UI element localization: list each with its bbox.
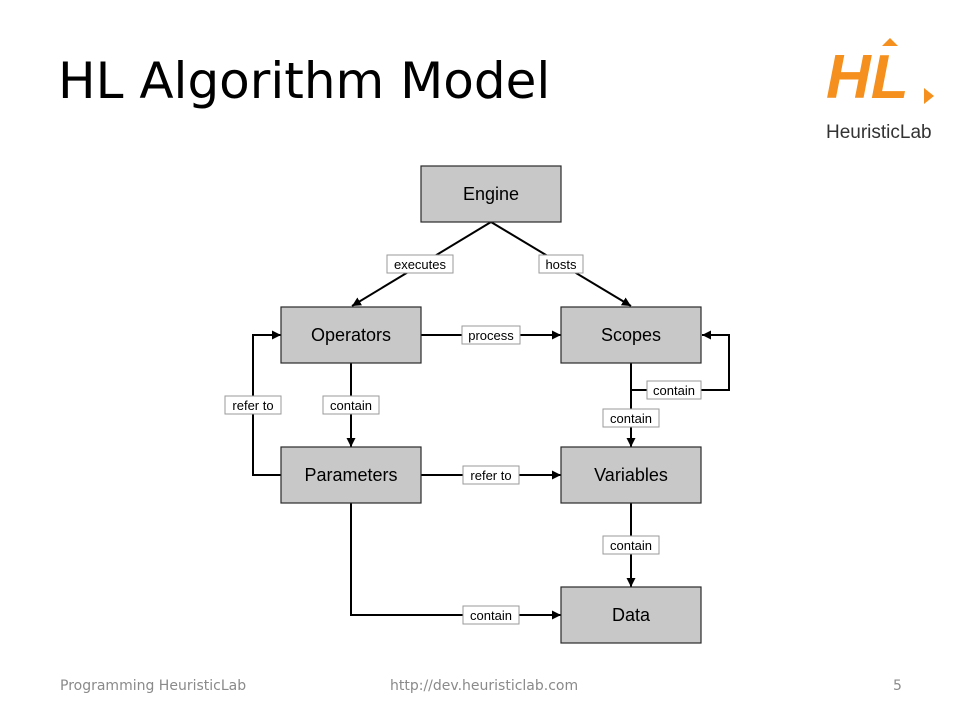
- edge-label-hosts: hosts: [538, 254, 584, 274]
- svg-text:process: process: [468, 328, 514, 343]
- edge-label-contain-scopes-variables: contain: [602, 408, 660, 428]
- node-operators-label: Operators: [311, 325, 391, 345]
- node-variables-label: Variables: [594, 465, 668, 485]
- svg-text:refer to: refer to: [232, 398, 273, 413]
- logo-arrow-right-icon: [924, 88, 934, 104]
- node-scopes-label: Scopes: [601, 325, 661, 345]
- slide-title: HL Algorithm Model: [58, 52, 551, 110]
- svg-text:contain: contain: [610, 411, 652, 426]
- svg-text:executes: executes: [394, 257, 447, 272]
- svg-text:hosts: hosts: [545, 257, 577, 272]
- node-engine: Engine: [420, 165, 562, 223]
- svg-text:contain: contain: [653, 383, 695, 398]
- svg-text:contain: contain: [610, 538, 652, 553]
- edge-label-executes: executes: [386, 254, 454, 274]
- svg-text:contain: contain: [470, 608, 512, 623]
- svg-text:contain: contain: [330, 398, 372, 413]
- node-data: Data: [560, 586, 702, 644]
- node-engine-label: Engine: [463, 184, 519, 204]
- edge-label-contain-scopes-self: contain: [646, 380, 702, 400]
- edge-label-process: process: [461, 325, 521, 345]
- heuristiclab-logo: HL HeuristicLab: [826, 38, 934, 143]
- edge-label-contain-parameters: contain: [322, 395, 380, 415]
- node-operators: Operators: [280, 306, 422, 364]
- node-data-label: Data: [612, 605, 651, 625]
- edge-contain-parameters-data: [350, 503, 561, 620]
- edge-label-refer-to-variables: refer to: [462, 465, 520, 485]
- logo-arrow-up-icon: [882, 38, 898, 46]
- logo-initials: HL: [826, 43, 909, 112]
- node-parameters-label: Parameters: [304, 465, 397, 485]
- logo-name: HeuristicLab: [826, 122, 932, 143]
- edge-label-contain-variables-data: contain: [602, 535, 660, 555]
- node-variables: Variables: [560, 446, 702, 504]
- node-parameters: Parameters: [280, 446, 422, 504]
- node-scopes: Scopes: [560, 306, 702, 364]
- svg-text:refer to: refer to: [470, 468, 511, 483]
- page-number: 5: [893, 678, 902, 694]
- edge-label-refer-to-parameters: refer to: [224, 395, 282, 415]
- footer-left: Programming HeuristicLab: [60, 678, 247, 694]
- footer-url: http://dev.heuristiclab.com: [390, 678, 579, 694]
- edge-label-contain-parameters-data: contain: [462, 605, 520, 625]
